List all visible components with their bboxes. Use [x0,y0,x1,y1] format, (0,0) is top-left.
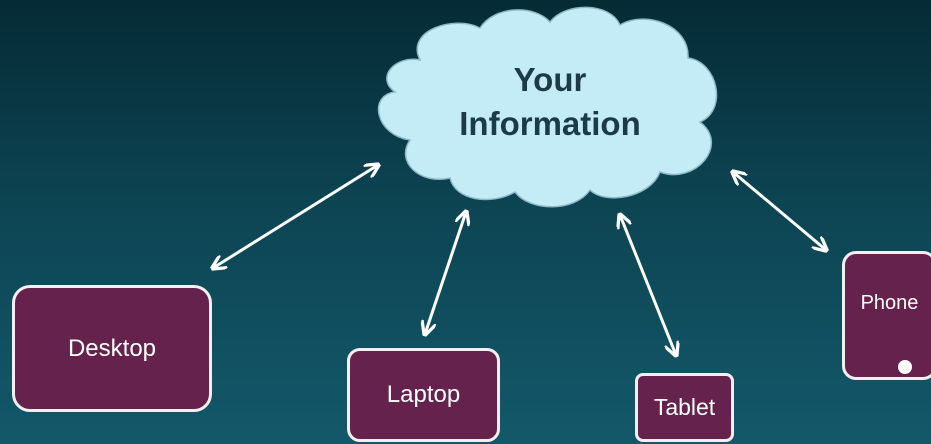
laptop-label: Laptop [386,381,461,408]
phone-label: Phone [860,292,919,314]
cloud-label-line1: Your [513,61,587,98]
arrow-phone-cloud [733,172,826,250]
arrow-tablet-cloud [620,215,676,355]
information-cloud [377,6,718,208]
laptop-box: Laptop [347,348,500,442]
desktop-label: Desktop [67,334,157,362]
cloud-label: Your Information [405,58,695,146]
desktop-box: Desktop [12,285,212,412]
arrow-desktop-cloud [213,165,378,268]
cloud-label-line2: Information [459,105,641,142]
phone-home-button-icon [898,360,912,374]
phone-box: Phone [842,251,931,380]
tablet-label: Tablet [653,394,716,420]
arrow-laptop-cloud [425,212,466,334]
tablet-box: Tablet [635,373,734,442]
